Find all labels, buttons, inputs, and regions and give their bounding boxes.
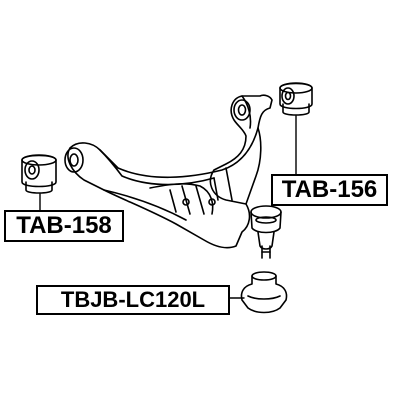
leader-lines bbox=[39, 115, 297, 299]
bushing-tab-156 bbox=[279, 82, 313, 116]
label-tab-158: TAB-158 bbox=[4, 210, 124, 242]
ball-joint bbox=[250, 205, 282, 259]
label-tab-156: TAB-156 bbox=[271, 174, 388, 206]
label-tbjb-lc120l: TBJB-LC120L bbox=[36, 285, 230, 315]
boot-tbjb-lc120l bbox=[240, 271, 288, 314]
bushing-tab-158 bbox=[21, 154, 57, 194]
control-arm bbox=[64, 94, 273, 249]
